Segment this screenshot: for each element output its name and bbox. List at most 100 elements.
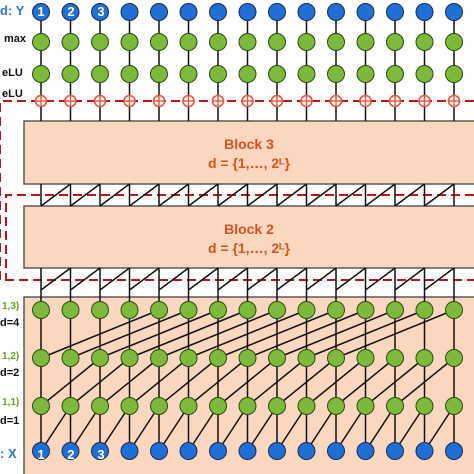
block-2-dashed-frame — [0, 100, 474, 281]
block-1-node — [238, 301, 257, 319]
hidden-node — [32, 65, 50, 83]
hidden-node — [356, 65, 375, 83]
output-node — [150, 3, 168, 21]
output-node — [268, 3, 286, 21]
input-label: : X — [0, 446, 17, 461]
diagonal-edge-lower — [306, 267, 337, 291]
block-1-node — [91, 397, 109, 415]
block-1-node — [91, 301, 109, 319]
hidden-node — [120, 65, 139, 83]
block-1-node — [445, 397, 463, 415]
input-node — [61, 442, 80, 460]
diagonal-edge-lower — [70, 267, 101, 291]
block-1-node — [356, 301, 375, 319]
block-1-dilated-edge — [40, 309, 160, 359]
diagonal-edge-mid — [158, 183, 189, 207]
hidden-node — [268, 33, 286, 51]
block-1-node — [179, 301, 198, 319]
block-1-node — [445, 349, 463, 367]
d2-tuple-label: 1,2) — [2, 351, 20, 362]
output-node — [415, 3, 434, 21]
hidden-node — [61, 65, 80, 83]
block-1-node — [32, 349, 50, 367]
output-node — [386, 3, 404, 21]
block-1-node — [297, 301, 316, 319]
block-1-node — [238, 349, 257, 367]
block-1-node — [445, 301, 463, 319]
hidden-node — [445, 33, 463, 51]
input-node-number-3: 3 — [97, 447, 105, 462]
block-3-title: Block 3 — [224, 136, 274, 152]
block-1-node — [386, 301, 404, 319]
input-node — [179, 442, 198, 460]
block-1-node — [297, 397, 316, 415]
output-node — [238, 3, 257, 21]
diagonal-edge-mid — [70, 183, 101, 207]
diagonal-edge-lower — [335, 267, 366, 291]
output-node-number-3: 3 — [97, 4, 105, 19]
hidden-node — [179, 33, 198, 51]
relu-label-bottom: eLU — [2, 88, 23, 100]
block-3-box — [23, 120, 474, 185]
block-1-dilated-edge — [217, 309, 337, 359]
input-node — [356, 442, 375, 460]
block-1-dilated-edge — [335, 309, 455, 359]
hidden-node — [209, 65, 227, 83]
block-1-dilated-edge — [129, 309, 248, 359]
block-1-node — [61, 397, 80, 415]
block-1-node — [268, 301, 286, 319]
relu-label-top: eLU — [2, 67, 23, 79]
block-2-subtitle: d = {1,…, 2ᴸ} — [207, 240, 291, 256]
output-node-number-1: 1 — [37, 4, 45, 19]
output-node — [356, 3, 375, 21]
input-node — [415, 442, 434, 460]
d1-tuple-label: 1,1) — [2, 397, 20, 408]
block-1-dilated-edge — [247, 357, 307, 407]
input-node — [327, 442, 345, 460]
block-1-node — [415, 349, 434, 367]
diagonal-edge-lower — [158, 267, 189, 291]
diagonal-edge-mid — [394, 183, 425, 207]
block-2-box — [23, 205, 474, 269]
block-1-node — [415, 301, 434, 319]
hidden-node — [150, 33, 168, 51]
hidden-node — [238, 65, 257, 83]
hidden-node — [356, 33, 375, 51]
hidden-node — [91, 33, 109, 51]
diagonal-edge-mid — [424, 183, 455, 207]
block-1-node — [386, 397, 404, 415]
input-node — [209, 442, 227, 460]
block-1-dilated-edge — [247, 309, 366, 359]
block-1-dilated-edge — [217, 357, 278, 407]
diagonal-edge-lower — [40, 267, 71, 291]
block-1-dilated-edge — [70, 357, 130, 407]
diagonal-edge-lower — [188, 267, 219, 291]
diagonal-edge-mid — [365, 183, 396, 207]
hidden-node — [150, 65, 168, 83]
block-1-dilated-edge — [70, 309, 189, 359]
diagonal-edge-lower — [217, 267, 248, 291]
diagonal-edge-mid — [188, 183, 219, 207]
block-1-node — [150, 301, 168, 319]
diagonal-edge-mid — [129, 183, 160, 207]
block-1-node — [297, 349, 316, 367]
diagonal-edge-mid — [247, 183, 278, 207]
block-1-dilated-edge — [306, 309, 425, 359]
diagonal-edge-mid — [40, 183, 71, 207]
block-1-node — [209, 301, 227, 319]
diagonal-edge-mid — [306, 183, 337, 207]
diagonal-edge-mid — [276, 183, 307, 207]
input-node-number-2: 2 — [67, 447, 75, 462]
block-1-dilated-edge — [129, 357, 189, 407]
block-1-node — [268, 349, 286, 367]
input-node — [32, 442, 50, 460]
hidden-node — [209, 33, 227, 51]
diagonal-edge-lower — [424, 267, 455, 291]
output-label: d: Y — [0, 3, 25, 18]
input-node — [386, 442, 404, 460]
hidden-node — [32, 33, 50, 51]
block-1-node — [327, 349, 345, 367]
block-1-dilated-edge — [158, 357, 219, 407]
